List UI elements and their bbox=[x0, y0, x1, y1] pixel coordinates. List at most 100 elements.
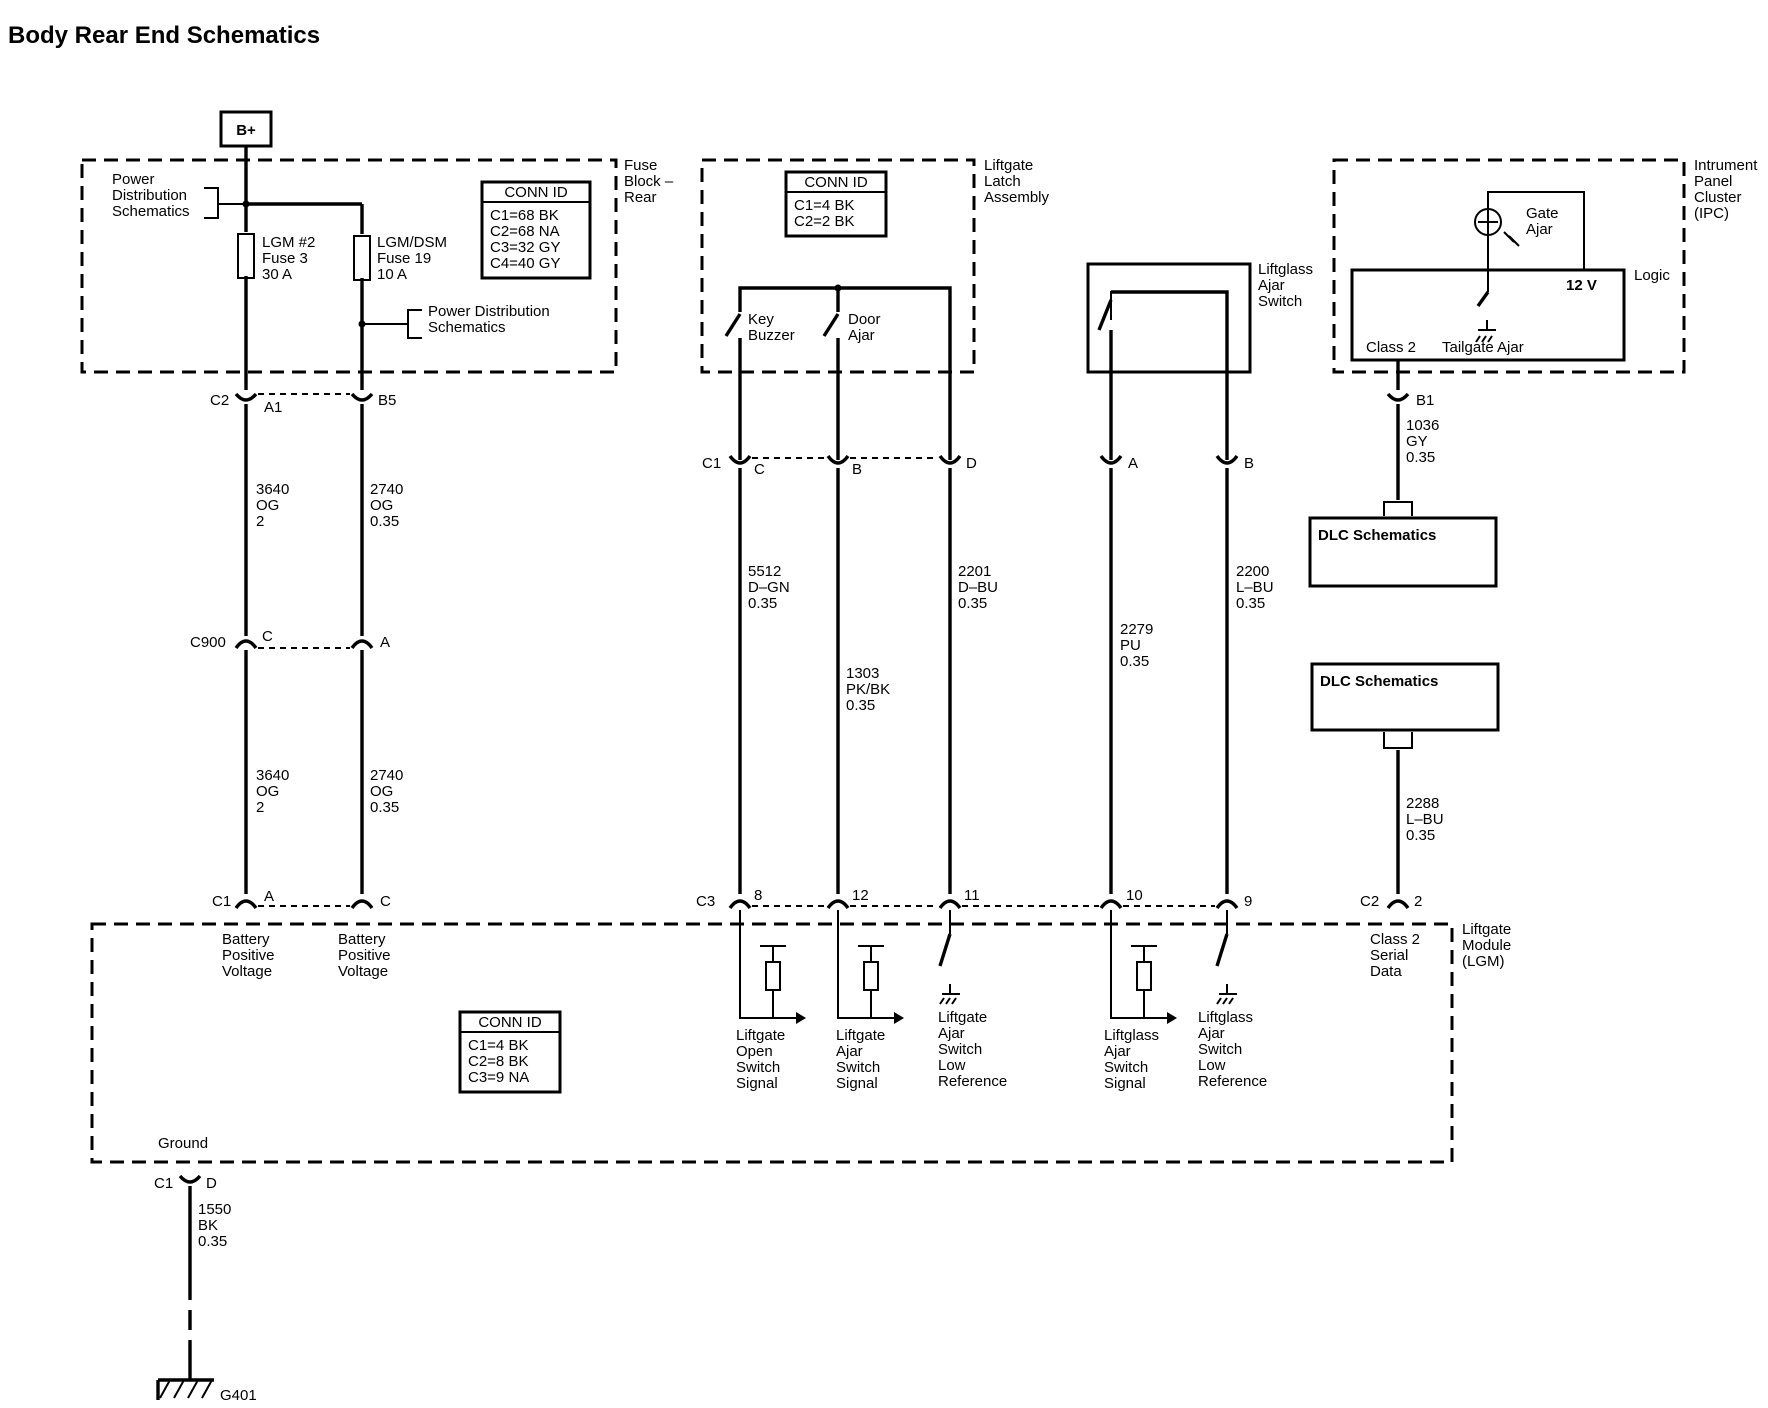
svg-text:Ajar: Ajar bbox=[1198, 1025, 1225, 1042]
svg-text:Liftgate: Liftgate bbox=[736, 1027, 785, 1044]
svg-text:0.35: 0.35 bbox=[846, 697, 875, 714]
svg-text:C: C bbox=[380, 893, 391, 910]
svg-text:C2: C2 bbox=[210, 392, 229, 409]
svg-text:Liftglass: Liftglass bbox=[1198, 1009, 1253, 1026]
wire-5512-label: 5512 D–GN 0.35 bbox=[748, 563, 790, 612]
wire-2740-upper-label: 2740 OG 0.35 bbox=[370, 481, 403, 530]
latch-conn-id-table: CONN ID C1=4 BK C2=2 BK bbox=[784, 170, 888, 238]
svg-text:C1=4 BK: C1=4 BK bbox=[468, 1037, 528, 1054]
ground-g401-icon bbox=[156, 1360, 214, 1400]
fuse-block-rear: Fuse Block – Rear LGM #2 Fuse 3 30 A LGM… bbox=[80, 146, 674, 390]
svg-text:Ajar: Ajar bbox=[938, 1025, 965, 1042]
svg-text:Class 2: Class 2 bbox=[1366, 339, 1416, 356]
power-dist-top-1: Power bbox=[112, 171, 155, 188]
svg-text:Low: Low bbox=[938, 1057, 966, 1074]
svg-text:Panel: Panel bbox=[1694, 173, 1732, 190]
svg-text:Buzzer: Buzzer bbox=[748, 327, 795, 344]
svg-text:Gate: Gate bbox=[1526, 205, 1559, 222]
svg-text:A: A bbox=[1128, 455, 1138, 472]
svg-text:Liftglass: Liftglass bbox=[1104, 1027, 1159, 1044]
power-dist-right-1: Power Distribution bbox=[428, 303, 550, 320]
svg-text:B: B bbox=[852, 461, 862, 478]
connector-c1-lgm: C1 A C bbox=[212, 888, 391, 910]
svg-text:C1: C1 bbox=[154, 1175, 173, 1192]
svg-text:D: D bbox=[966, 455, 977, 472]
wire-1036-label: 1036 GY 0.35 bbox=[1406, 417, 1439, 466]
battery-positive-terminal: B+ bbox=[219, 110, 273, 148]
svg-text:B: B bbox=[1244, 455, 1254, 472]
svg-text:Signal: Signal bbox=[836, 1075, 878, 1092]
power-dist-right-2: Schematics bbox=[428, 319, 506, 336]
svg-text:Voltage: Voltage bbox=[338, 963, 388, 980]
svg-text:Switch: Switch bbox=[1104, 1059, 1148, 1076]
liftglass-ajar-switch: Liftglass Ajar Switch bbox=[1086, 261, 1313, 460]
svg-text:CONN ID: CONN ID bbox=[478, 1014, 542, 1031]
liftglass-switch-icon bbox=[1097, 299, 1113, 331]
svg-text:GY: GY bbox=[1406, 433, 1428, 450]
lgm-conn-id-table: CONN ID C1=4 BK C2=8 BK C3=9 NA bbox=[458, 1010, 562, 1094]
wire-2200-label: 2200 L–BU 0.35 bbox=[1236, 563, 1274, 612]
svg-text:Signal: Signal bbox=[736, 1075, 778, 1092]
instrument-panel-cluster: Intrument Panel Cluster (IPC) Gate Ajar … bbox=[1332, 157, 1758, 390]
fuse2-label-2: Fuse 19 bbox=[377, 250, 431, 267]
fuse-19-icon bbox=[353, 235, 371, 281]
svg-text:C1: C1 bbox=[702, 455, 721, 472]
svg-text:Liftgate: Liftgate bbox=[984, 157, 1033, 174]
svg-text:0.35: 0.35 bbox=[370, 799, 399, 816]
svg-text:D–GN: D–GN bbox=[748, 579, 790, 596]
svg-text:D: D bbox=[206, 1175, 217, 1192]
svg-text:A: A bbox=[380, 634, 390, 651]
connector-c2-lgm: C2 2 bbox=[1360, 893, 1422, 910]
svg-text:Switch: Switch bbox=[836, 1059, 880, 1076]
svg-text:2740: 2740 bbox=[370, 481, 403, 498]
connector-liftglass: A B bbox=[1099, 454, 1254, 472]
wire-1550-label: 1550 BK 0.35 bbox=[198, 1201, 231, 1250]
svg-text:Liftgate: Liftgate bbox=[836, 1027, 885, 1044]
svg-text:Positive: Positive bbox=[222, 947, 275, 964]
svg-text:B+: B+ bbox=[236, 122, 256, 139]
svg-text:Door: Door bbox=[848, 311, 881, 328]
svg-text:2200: 2200 bbox=[1236, 563, 1269, 580]
connector-c3-lgm: C3 8 12 11 10 9 bbox=[696, 887, 1252, 910]
dlc-schematics-box-2: DLC Schematics bbox=[1310, 662, 1500, 749]
svg-text:2740: 2740 bbox=[370, 767, 403, 784]
svg-text:OG: OG bbox=[370, 783, 393, 800]
svg-text:(IPC): (IPC) bbox=[1694, 205, 1729, 222]
svg-text:Class 2: Class 2 bbox=[1370, 931, 1420, 948]
wire-3640-lower-label: 3640 OG 2 bbox=[256, 767, 289, 816]
svg-text:0.35: 0.35 bbox=[1236, 595, 1265, 612]
svg-text:Assembly: Assembly bbox=[984, 189, 1050, 206]
svg-text:Latch: Latch bbox=[984, 173, 1021, 190]
svg-text:C2=2 BK: C2=2 BK bbox=[794, 213, 854, 230]
wire-2201-label: 2201 D–BU 0.35 bbox=[958, 563, 998, 612]
liftgate-module: Liftgate Module (LGM) Battery Positive V… bbox=[90, 910, 1511, 1164]
power-dist-top-3: Schematics bbox=[112, 203, 190, 220]
wire-2740-lower-label: 2740 OG 0.35 bbox=[370, 767, 403, 816]
svg-text:11: 11 bbox=[964, 887, 980, 904]
svg-text:C3=32 GY: C3=32 GY bbox=[490, 239, 560, 256]
connector-c1-ground: C1 D bbox=[154, 1174, 217, 1192]
liftglass-low-reference-switch-icon bbox=[1215, 910, 1237, 1005]
svg-text:1303: 1303 bbox=[846, 665, 879, 682]
svg-text:Tailgate Ajar: Tailgate Ajar bbox=[1442, 339, 1524, 356]
wire-2279-label: 2279 PU 0.35 bbox=[1120, 621, 1153, 670]
svg-text:DLC Schematics: DLC Schematics bbox=[1318, 527, 1436, 544]
svg-text:Positive: Positive bbox=[338, 947, 391, 964]
svg-text:Battery: Battery bbox=[222, 931, 270, 948]
svg-text:Liftgate: Liftgate bbox=[1462, 921, 1511, 938]
svg-text:Signal: Signal bbox=[1104, 1075, 1146, 1092]
svg-text:3640: 3640 bbox=[256, 767, 289, 784]
svg-text:0.35: 0.35 bbox=[1406, 827, 1435, 844]
ground-symbol-icon bbox=[1475, 320, 1496, 343]
svg-text:1036: 1036 bbox=[1406, 417, 1439, 434]
svg-text:C1=4 BK: C1=4 BK bbox=[794, 197, 854, 214]
svg-text:0.35: 0.35 bbox=[748, 595, 777, 612]
svg-text:C900: C900 bbox=[190, 634, 226, 651]
svg-text:Module: Module bbox=[1462, 937, 1511, 954]
svg-text:C: C bbox=[262, 628, 273, 645]
power-dist-top-2: Distribution bbox=[112, 187, 187, 204]
connector-c900: C900 C A bbox=[190, 628, 390, 651]
svg-text:8: 8 bbox=[754, 887, 762, 904]
page-title: Body Rear End Schematics bbox=[8, 22, 320, 49]
